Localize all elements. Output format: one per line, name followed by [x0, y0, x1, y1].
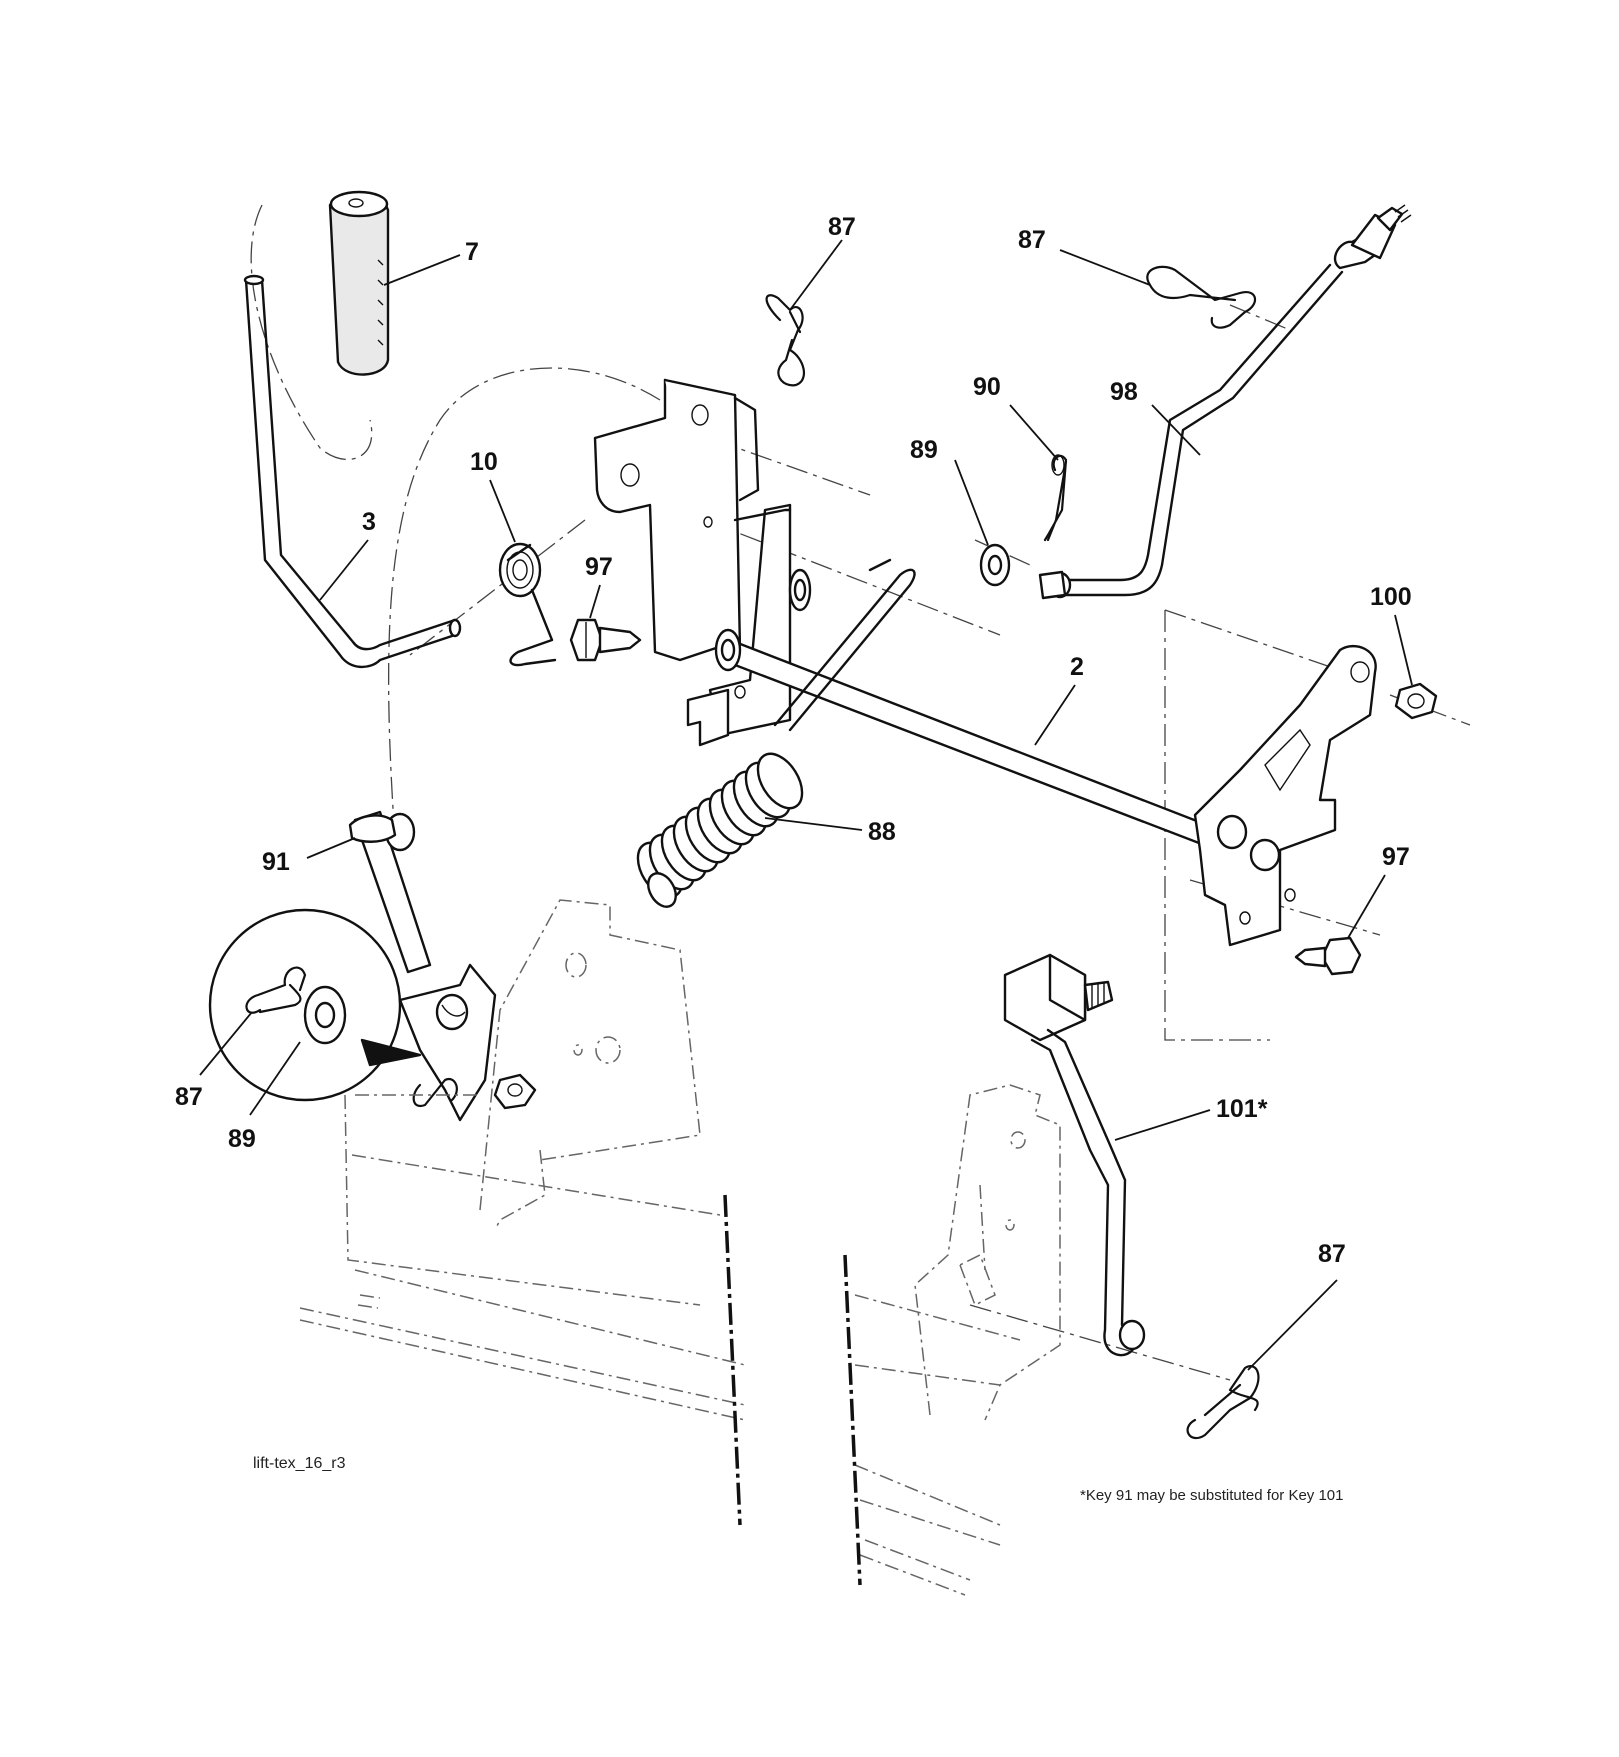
right-frame-phantom	[854, 1084, 1061, 1596]
cotter-pin-part-90	[1043, 454, 1068, 542]
left-frame-edge	[723, 1194, 742, 1526]
reference-code: lift-tex_16_r3	[253, 1455, 346, 1472]
callout-97: 97	[1382, 843, 1410, 871]
left-lower-bracket	[398, 963, 537, 1122]
lift-handle-part-3	[243, 274, 462, 669]
right-frame-edge	[843, 1254, 862, 1586]
callout-3: 3	[362, 508, 376, 536]
callout-97: 97	[585, 553, 613, 581]
leader-lines	[199, 239, 1413, 1371]
adjuster-rod-part-98	[1038, 204, 1412, 600]
centerlines	[250, 204, 1471, 1381]
callout-2: 2	[1070, 653, 1084, 681]
callout-100: 100	[1370, 583, 1412, 611]
bolt-part-97-left	[569, 618, 642, 662]
lift-shaft-part-2	[714, 628, 1222, 850]
torsion-spring-part-10	[498, 542, 557, 667]
washer-part-89-upper	[979, 543, 1011, 587]
callout-87: 87	[175, 1083, 203, 1111]
bolt-part-97-right	[1294, 936, 1362, 976]
callout-87: 87	[828, 213, 856, 241]
left-frame-phantom	[299, 899, 746, 1421]
callout-89: 89	[228, 1125, 256, 1153]
right-lift-arm	[1193, 645, 1377, 947]
hairpin-clip-part-87-bottom	[1186, 1365, 1260, 1440]
grip-part-7	[328, 190, 390, 376]
lift-link-part-101	[1003, 953, 1146, 1357]
callout-10: 10	[470, 448, 498, 476]
footnote: *Key 91 may be substituted for Key 101	[1080, 1487, 1344, 1504]
callout-88: 88	[868, 818, 896, 846]
lift-link-part-91	[348, 810, 432, 974]
callout-labels: 7 87 87 90 98 89 10 3 97 100 2 88 97 91 …	[175, 213, 1412, 1268]
callout-87: 87	[1318, 1240, 1346, 1268]
callout-89: 89	[910, 436, 938, 464]
nut-part-100	[1394, 682, 1438, 720]
callout-101: 101*	[1216, 1095, 1268, 1123]
spring-part-88	[636, 558, 916, 908]
callout-90: 90	[973, 373, 1001, 401]
callout-91: 91	[262, 848, 290, 876]
callout-7: 7	[465, 238, 479, 266]
hairpin-clip-part-87-top	[765, 294, 806, 387]
detail-inset	[208, 908, 422, 1102]
callout-98: 98	[1110, 378, 1138, 406]
callout-87: 87	[1018, 226, 1046, 254]
hairpin-clip-part-87-right	[1146, 265, 1256, 329]
mounting-bracket	[593, 378, 812, 747]
